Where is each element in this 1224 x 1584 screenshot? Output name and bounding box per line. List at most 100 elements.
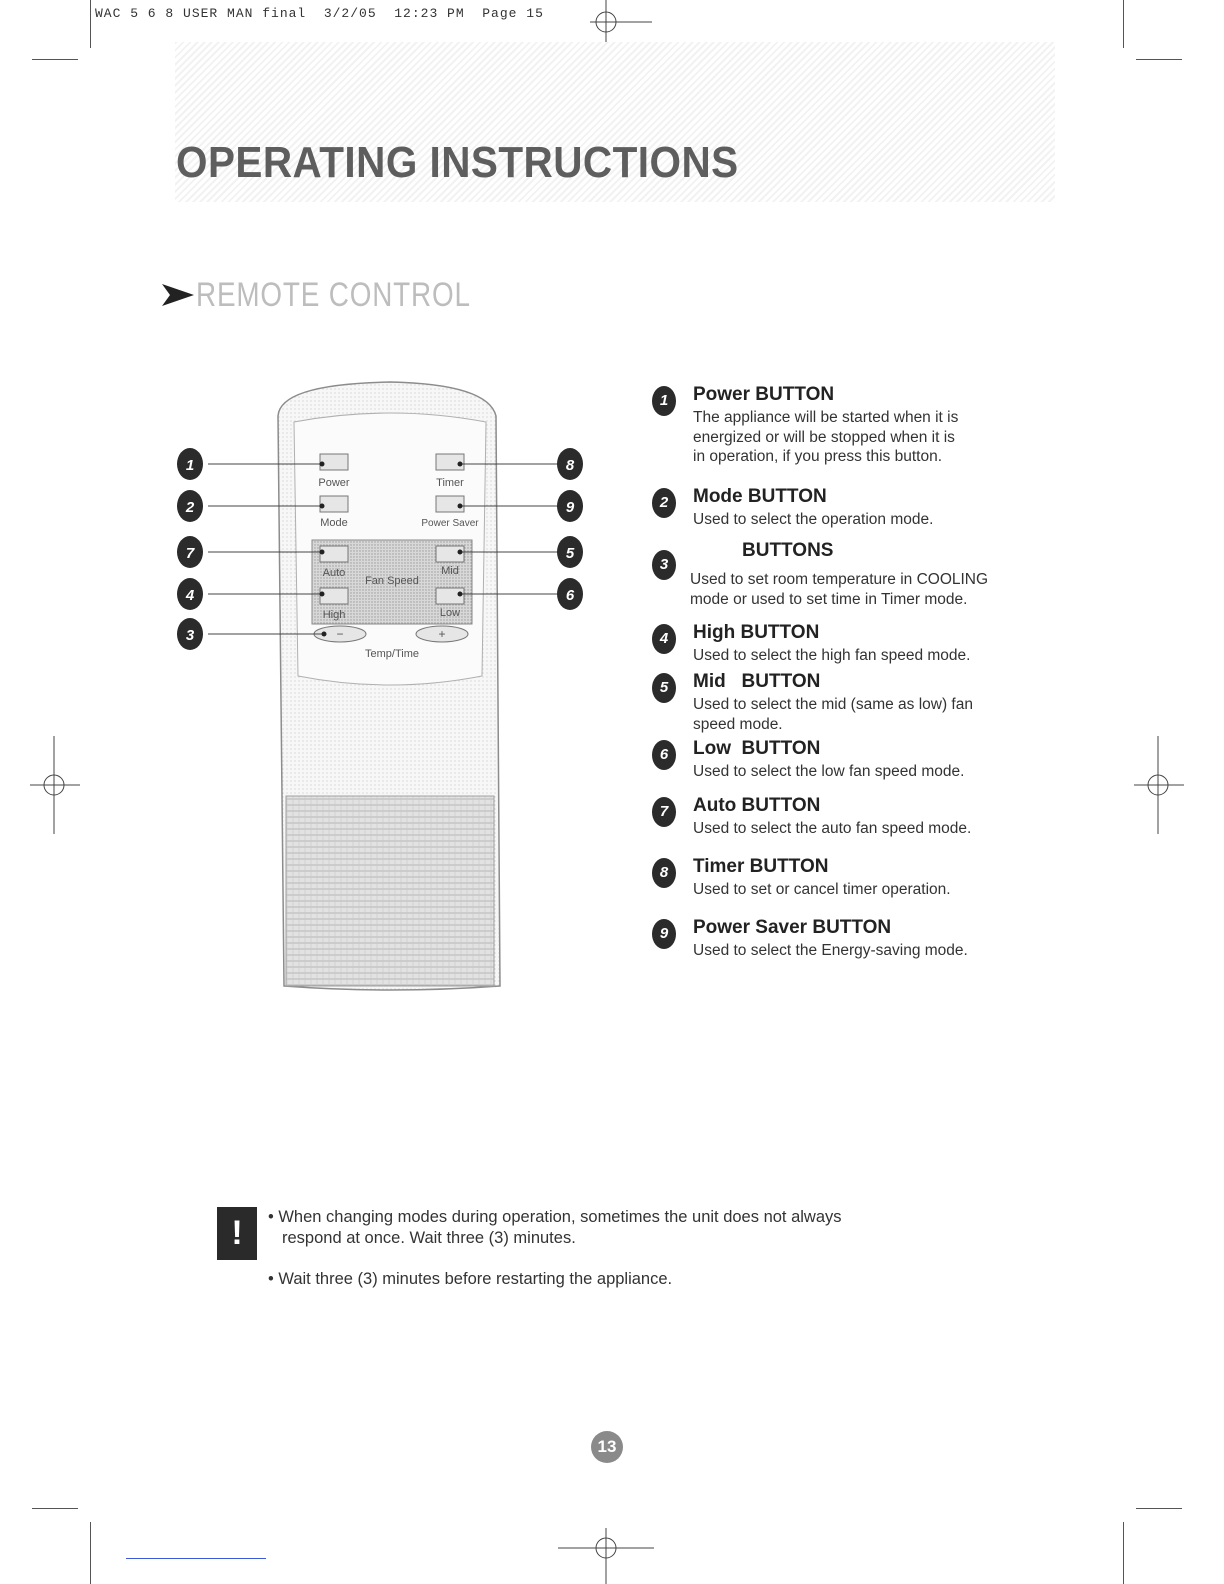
callout-8 [557, 448, 583, 480]
description-line: Used to select the low fan speed mode. [693, 763, 965, 780]
arrow-right-icon [162, 284, 194, 306]
description-line: The appliance will be started when it is [693, 409, 959, 426]
description-line: Used to set room temperature in COOLING [690, 571, 989, 588]
callout-2 [177, 490, 203, 522]
power-saver-label: Power Saver [421, 518, 479, 529]
description-line: speed mode. [693, 715, 783, 733]
description-line: Used to select the auto fan speed mode. [693, 820, 972, 837]
callout-number-badge: 9 [652, 919, 676, 949]
crop-mark [32, 59, 78, 60]
power-button [319, 453, 349, 471]
registration-mark-icon [590, 0, 652, 46]
note-1: • When changing modes during operation, … [268, 1207, 842, 1249]
description-line: Used to select the mid (same as low) fan [693, 696, 973, 713]
item-description: Used to select the mid (same as low) fan… [693, 695, 973, 734]
crop-mark [1136, 59, 1182, 60]
crop-mark [1136, 1508, 1182, 1509]
callout-number-badge: 1 [652, 386, 676, 416]
temp-plus-button [415, 625, 469, 643]
item-description: Used to select the Energy-saving mode. [693, 941, 968, 961]
crop-mark [1123, 0, 1124, 48]
callout-5-num: 5 [566, 545, 575, 562]
page-title: OPERATING INSTRUCTIONS [176, 138, 739, 187]
item-title: Timer BUTTON [693, 856, 829, 877]
minus-label: − [336, 627, 343, 641]
registration-mark-icon [1134, 736, 1184, 834]
low-button [435, 587, 465, 605]
callout-number-badge: 5 [652, 673, 676, 703]
title-band [175, 42, 1055, 202]
item-description: The appliance will be started when it is… [693, 408, 958, 467]
registration-mark-icon [30, 736, 80, 834]
crop-mark [32, 1508, 78, 1509]
high-label: High [323, 609, 346, 621]
description-line: Used to select the high fan speed mode. [693, 647, 971, 664]
item-description: Used to set room temperature in COOLING … [690, 570, 988, 609]
auto-button [319, 545, 349, 563]
power-saver-button [435, 495, 465, 513]
callout-number-badge: 7 [652, 797, 676, 827]
item-title: Mode BUTTON [693, 486, 827, 507]
callout-6 [557, 578, 583, 610]
description-line: in operation, if you press this button. [693, 448, 943, 465]
mode-button [319, 495, 349, 513]
crop-mark [90, 0, 91, 48]
callout-3 [177, 618, 203, 650]
callout-7-num: 7 [186, 545, 195, 562]
callout-1 [177, 448, 203, 480]
low-label: Low [440, 607, 460, 619]
timer-label: Timer [436, 477, 464, 489]
item-title: Power BUTTON [693, 384, 835, 405]
mode-label: Mode [320, 517, 348, 529]
callout-5 [557, 536, 583, 568]
crop-mark [1123, 1522, 1124, 1584]
callout-number-badge: 8 [652, 858, 676, 888]
item-description: Used to select the high fan speed mode. [693, 646, 970, 666]
registration-mark-icon [558, 1528, 654, 1584]
callout-number-badge: 6 [652, 740, 676, 770]
item-title: High BUTTON [693, 622, 820, 643]
callout-8-num: 8 [566, 457, 575, 474]
description-line: mode or used to set time in Timer mode. [690, 590, 968, 608]
description-line: Used to select the Energy-saving mode. [693, 942, 968, 959]
page-number: 13 [591, 1431, 623, 1463]
note-2: • Wait three (3) minutes before restarti… [268, 1270, 673, 1288]
timer-button [435, 453, 465, 471]
description-line: Used to set or cancel timer operation. [693, 881, 951, 898]
callout-4 [177, 578, 203, 610]
remote-control-illustration: Power Timer Mode Power Saver Auto Mid Fa… [177, 381, 583, 991]
callout-4-num: 4 [185, 587, 195, 604]
fan-speed-label: Fan Speed [365, 575, 419, 587]
temp-time-label: Temp/Time [365, 648, 419, 660]
power-label: Power [318, 477, 350, 489]
item-description: Used to select the operation mode. [693, 510, 933, 530]
callout-number-badge: 3 [652, 550, 676, 580]
callout-1-num: 1 [186, 457, 194, 474]
callout-2-num: 2 [185, 499, 195, 516]
section-title: REMOTE CONTROL [196, 276, 471, 314]
item-title: Mid BUTTON [693, 671, 821, 692]
print-header: WAC 5 6 8 USER MAN final 3/2/05 12:23 PM… [95, 6, 544, 21]
callout-6-num: 6 [566, 587, 575, 604]
item-title: Power Saver BUTTON [693, 917, 892, 938]
description-line: energized or will be stopped when it is [693, 428, 955, 446]
warning-icon: ! [217, 1207, 257, 1260]
item-description: Used to select the auto fan speed mode. [693, 819, 971, 839]
callout-number-badge: 4 [652, 624, 676, 654]
mid-button [435, 545, 465, 563]
crop-mark [126, 1558, 266, 1559]
high-button [319, 587, 349, 605]
item-title: BUTTONS [742, 540, 834, 561]
callout-3-num: 3 [186, 627, 195, 644]
description-line: Used to select the operation mode. [693, 511, 934, 528]
callout-7 [177, 536, 203, 568]
crop-mark [90, 1522, 91, 1584]
note-1-line-1: • When changing modes during operation, … [268, 1208, 842, 1226]
item-title: Auto BUTTON [693, 795, 821, 816]
callout-9 [557, 490, 583, 522]
item-description: Used to select the low fan speed mode. [693, 762, 964, 782]
auto-label: Auto [323, 567, 346, 579]
callout-9-num: 9 [566, 499, 575, 516]
item-description: Used to set or cancel timer operation. [693, 880, 951, 900]
mid-label: Mid [441, 565, 459, 577]
